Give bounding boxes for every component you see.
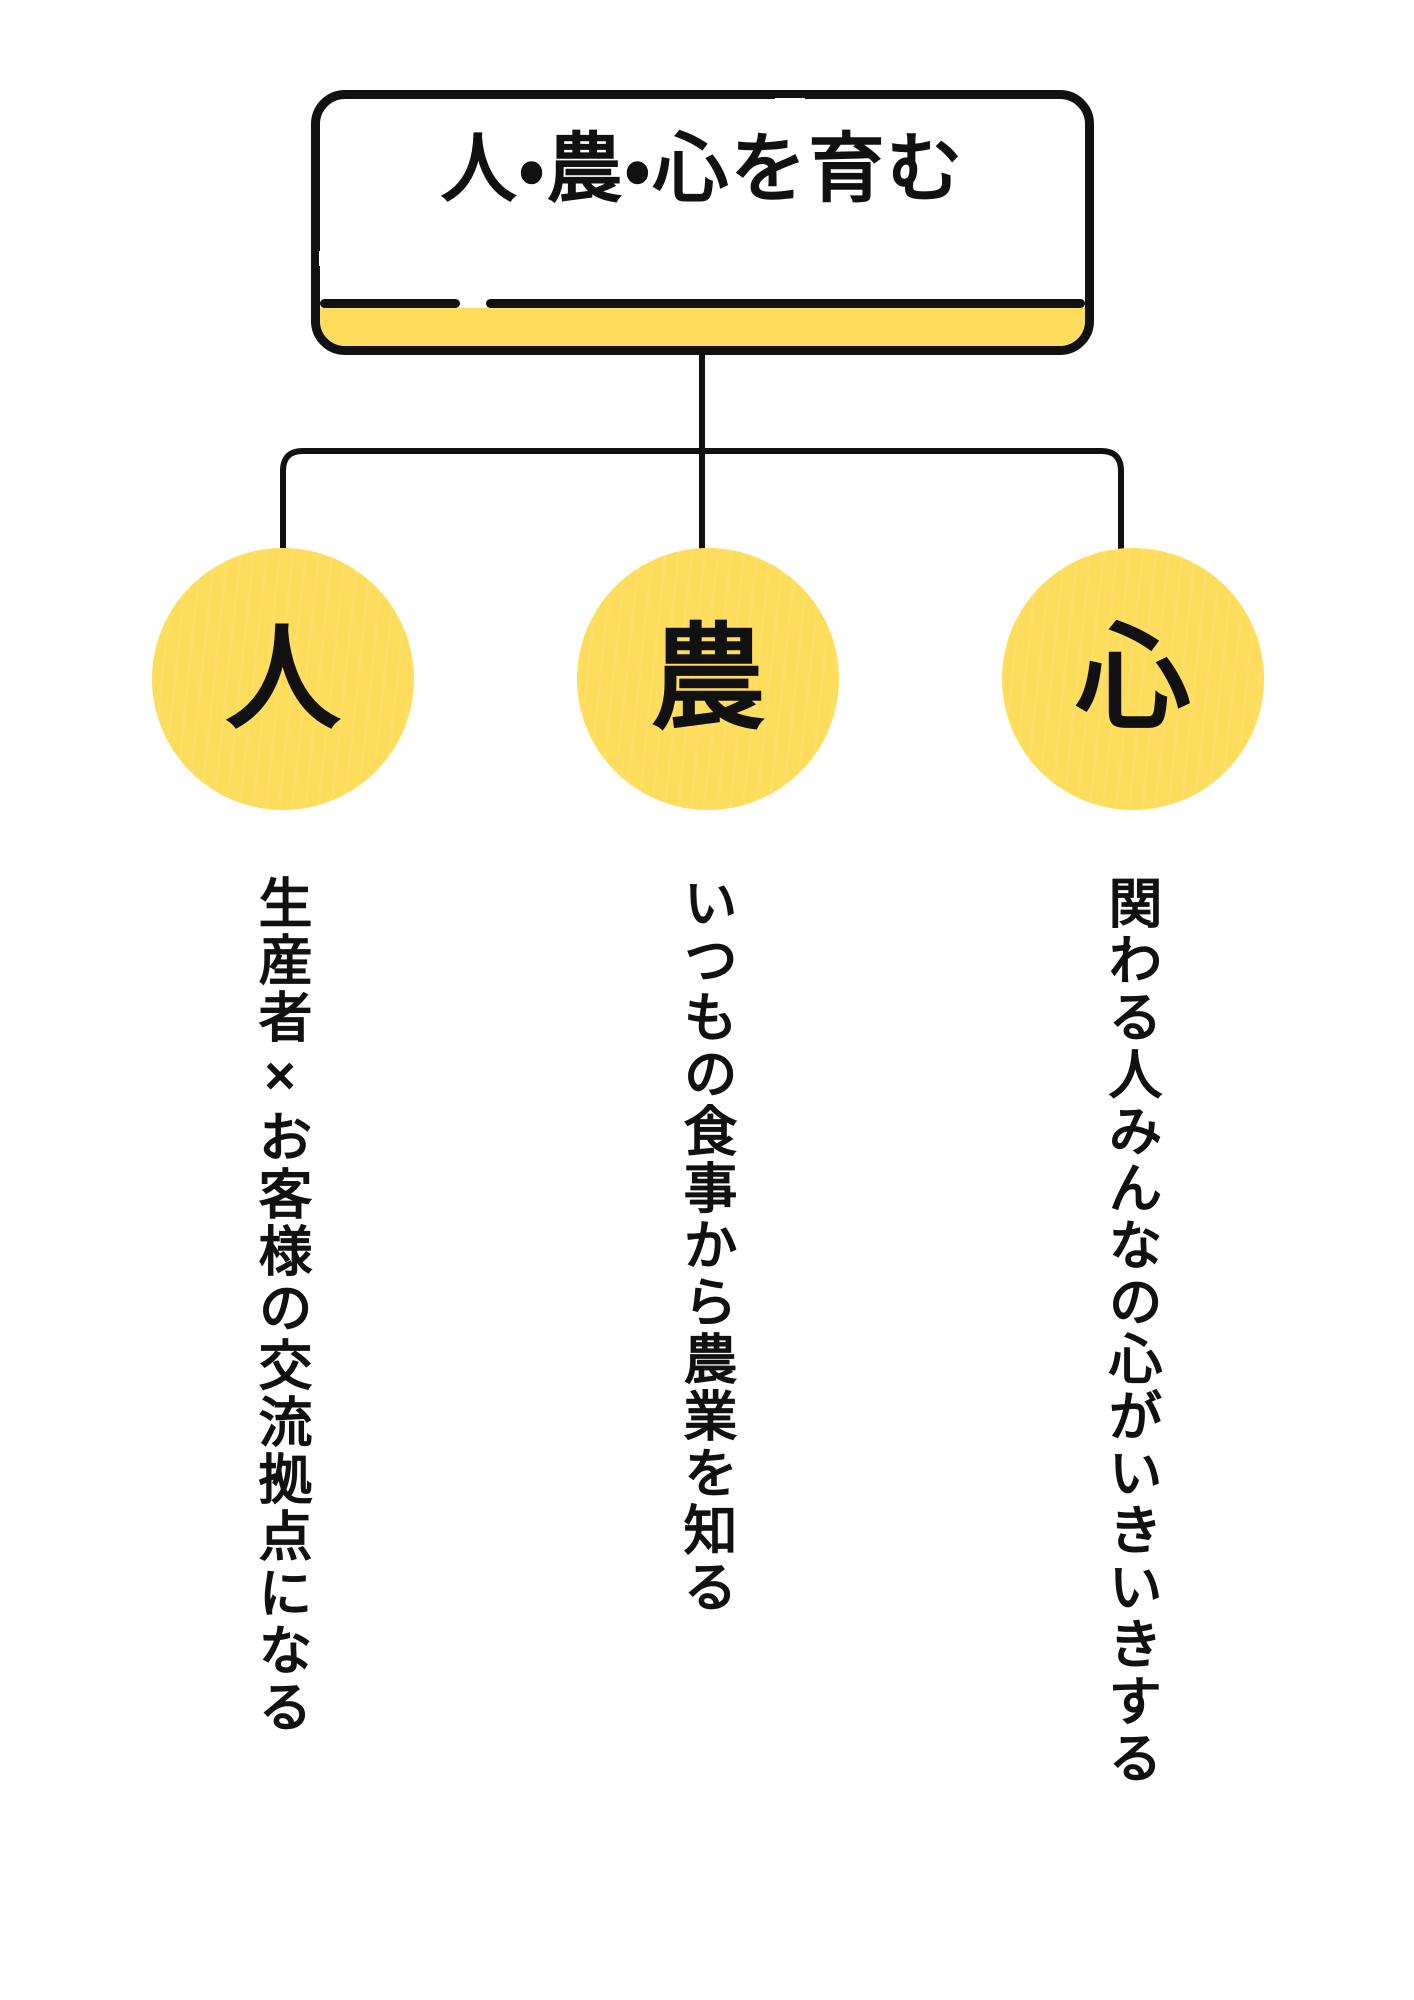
node-circle-3: 心 xyxy=(1002,548,1264,810)
band-rule-right xyxy=(486,299,1085,308)
circle-shape-2 xyxy=(577,548,839,810)
circle-shape-1 xyxy=(152,548,414,810)
node-caption-1: 生産者×お客様の交流拠点になる xyxy=(250,875,310,1736)
node-symbol-2: 農 xyxy=(650,614,766,743)
page-title: 人・農・心を育む xyxy=(440,127,965,212)
node-symbol-3: 心 xyxy=(1075,614,1191,743)
node-caption-3: 関わる人みんなの心がいきいきする xyxy=(1100,875,1160,1787)
circle-shape-3 xyxy=(1002,548,1264,810)
title-card: 人・農・心を育む xyxy=(311,90,1094,355)
frame-notch-left xyxy=(319,251,330,266)
node-caption-2: いつもの食事から農業を知る xyxy=(675,875,735,1616)
frame-notch-top xyxy=(775,98,805,109)
node-circle-2: 農 xyxy=(577,548,839,810)
node-circle-1: 人 xyxy=(152,548,414,810)
band-rule-left xyxy=(320,299,460,308)
title-card-accent-band xyxy=(320,308,1085,346)
node-symbol-1: 人 xyxy=(225,614,341,743)
